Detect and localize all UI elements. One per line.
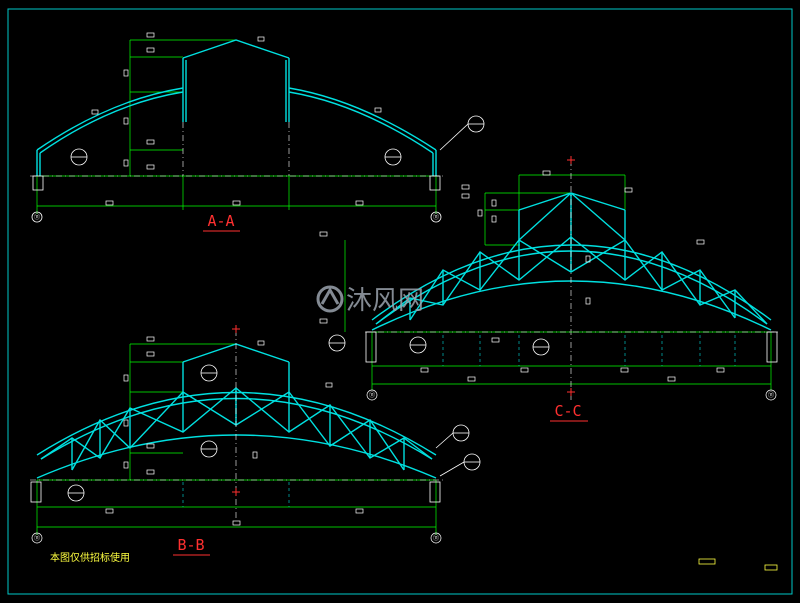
title-block-marker: [764, 564, 778, 571]
section-title-b-b: B-B: [177, 536, 204, 554]
section-b-b: ⑪ ⑪ B-B: [30, 325, 481, 556]
section-title-a-a: A-A: [207, 212, 234, 230]
grid-label-c-right: ⑪: [768, 391, 774, 399]
section-c-c: ⑪ ⑪ C-C: [319, 156, 780, 422]
grid-label-c-left: ⑪: [369, 391, 375, 399]
grid-label-b-right: ⑪: [433, 534, 439, 542]
watermark-text: 沐风网: [346, 286, 424, 316]
drawing-frame: [7, 8, 793, 595]
grid-label-a-left: ⑪: [34, 213, 40, 221]
mf-logo-icon: [316, 285, 344, 313]
section-title-c-c: C-C: [554, 402, 581, 420]
section-a-a: ⑪ ⑪ A-A: [30, 32, 485, 232]
title-block-marker: [698, 558, 716, 565]
grid-label-a-right: ⑪: [433, 213, 439, 221]
bid-use-note: 本图仅供招标使用: [50, 551, 130, 564]
grid-label-b-left: ⑪: [34, 534, 40, 542]
